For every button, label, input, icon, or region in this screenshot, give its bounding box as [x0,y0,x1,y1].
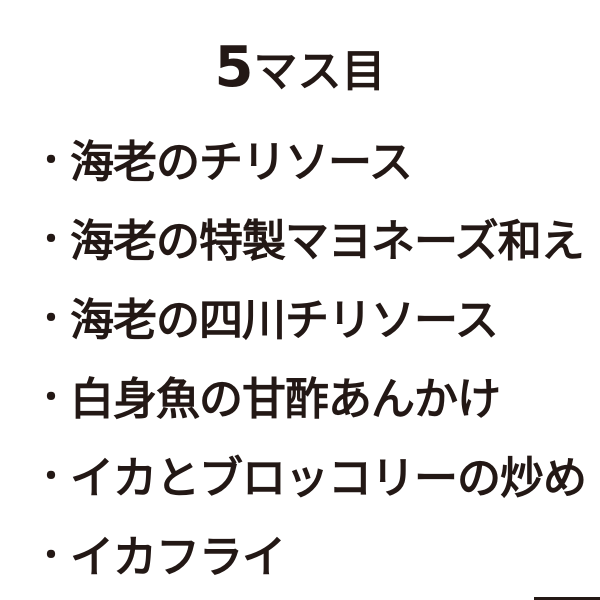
list-item: ・イカとブロッコリーの炒め [34,434,587,513]
list-item: ・海老のチリソース [34,118,586,197]
divider [534,597,600,600]
item-label: イカとブロッコリーの炒め [70,452,587,504]
bullet-icon: ・ [34,220,68,260]
item-label: 白身魚の甘酢あんかけ [70,373,501,425]
item-label: イカフライ [70,531,286,583]
list-item: ・海老の四川チリソース [34,276,586,355]
list-item: ・白身魚の甘酢あんかけ [34,355,586,434]
title-suffix: マス目 [253,46,386,97]
list-item: ・イカフライ [34,513,586,592]
bullet-icon: ・ [34,378,68,418]
menu-list: ・海老のチリソース ・海老の特製マヨネーズ和え ・海老の四川チリソース ・白身魚… [34,118,587,592]
bullet-icon: ・ [34,536,68,576]
bullet-icon: ・ [34,299,68,339]
item-label: 海老のチリソース [70,136,413,188]
list-item: ・海老の特製マヨネーズ和え [34,197,586,276]
item-label: 海老の四川チリソース [70,294,499,346]
title-number: 5 [214,35,254,100]
item-label: 海老の特製マヨネーズ和え [70,215,585,267]
page-title: 5マス目 [0,38,600,102]
bullet-icon: ・ [34,141,68,181]
bullet-icon: ・ [34,457,68,497]
